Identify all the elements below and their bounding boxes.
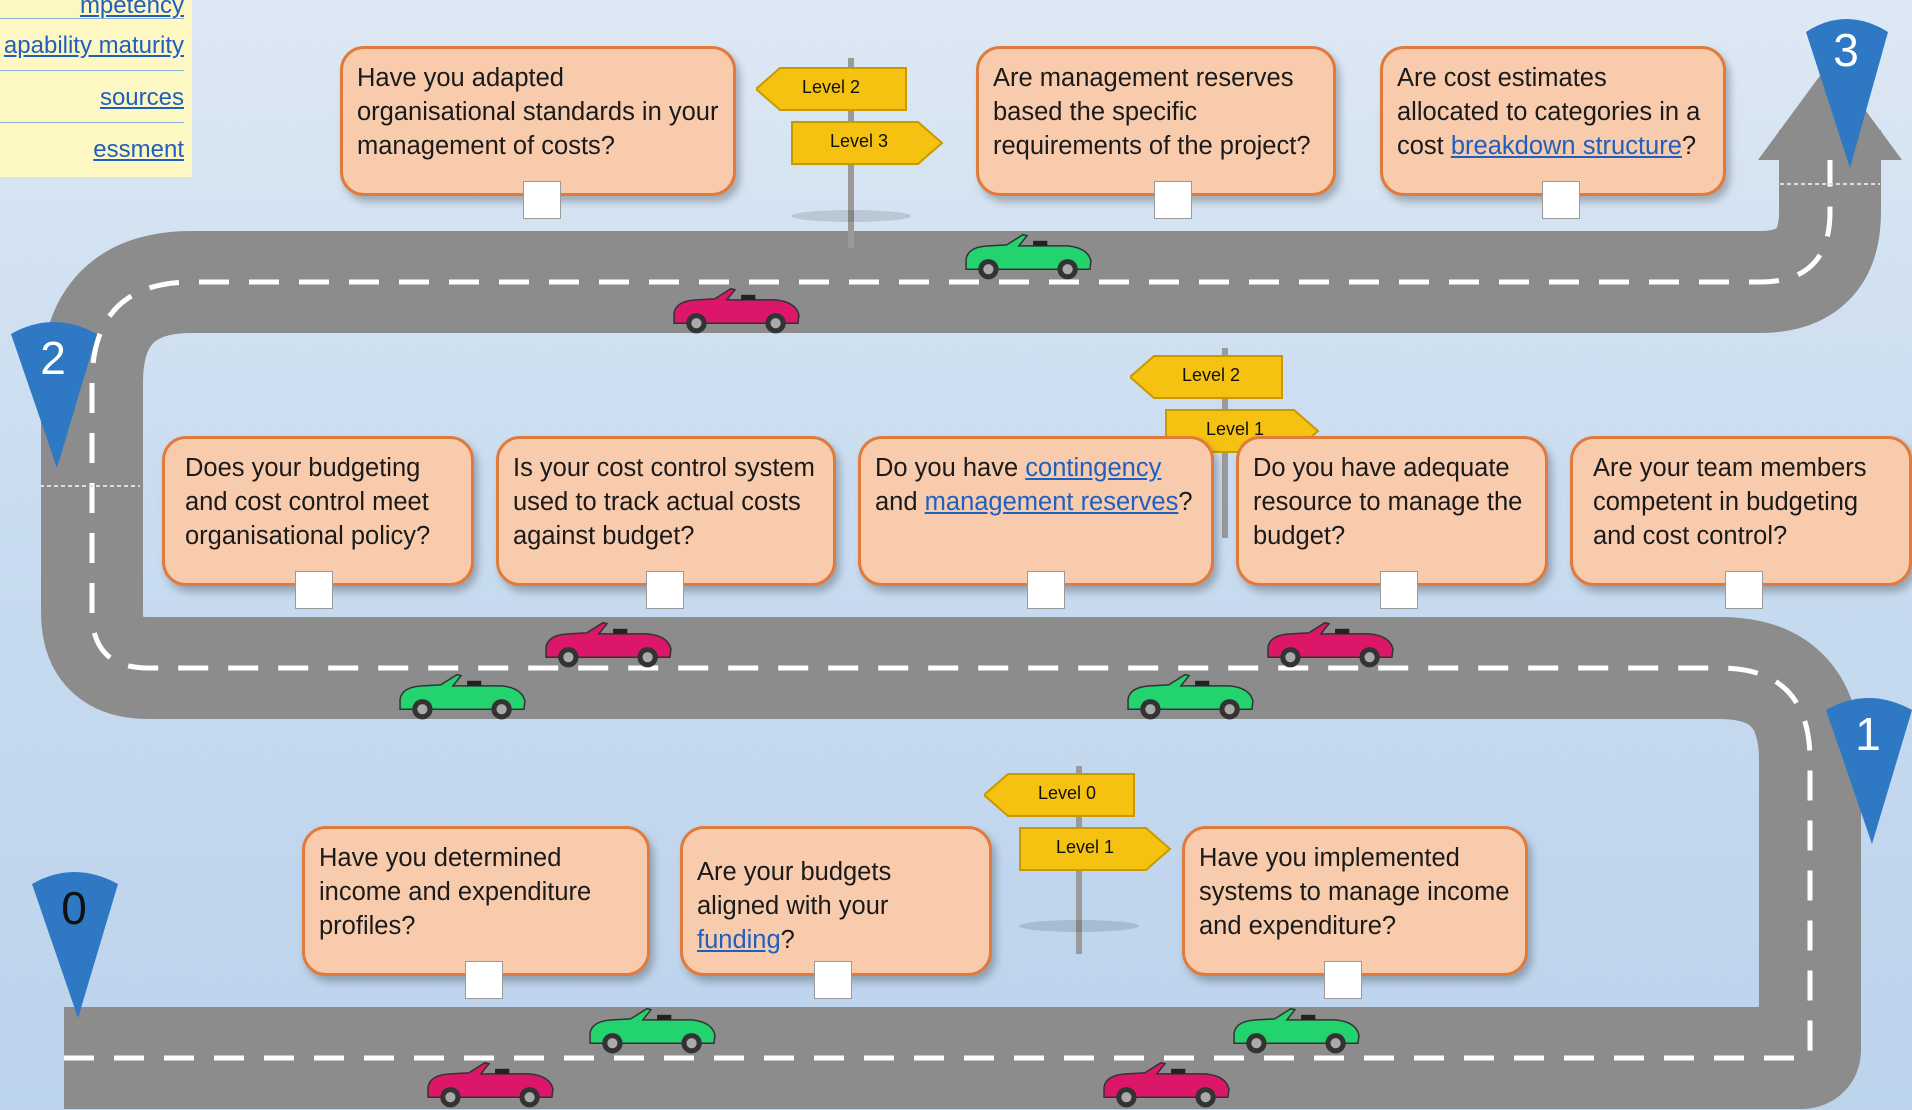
question-card-adapted-standards: Have you adapted organisational standard… (340, 46, 736, 196)
car-pink (670, 282, 802, 334)
question-text: Are cost estimates allocated to categori… (1397, 64, 1701, 160)
question-checkbox-adapted-standards[interactable] (523, 181, 561, 219)
question-text-end: ? (1178, 488, 1193, 516)
question-text-end: ? (780, 926, 795, 954)
milestone-label: 2 (40, 332, 66, 384)
question-checkbox-income-profiles[interactable] (465, 961, 503, 999)
question-text: Are your budgets aligned with your (697, 858, 892, 920)
question-card-income-systems: Have you implemented systems to manage i… (1182, 826, 1528, 976)
question-text: Have you adapted organisational standard… (357, 64, 719, 160)
contingency-link[interactable]: contingency (1025, 454, 1162, 482)
nav-link-resources[interactable]: sources (99, 84, 184, 111)
sign-label-top: Level 0 (1038, 783, 1097, 803)
signpost-level-2-3: Level 2 Level 3 (756, 56, 946, 248)
car-green (962, 228, 1094, 280)
question-text-mid: and (875, 488, 925, 516)
question-checkbox-adequate-resource[interactable] (1380, 571, 1418, 609)
question-card-adequate-resource: Do you have adequate resource to manage … (1236, 436, 1548, 586)
question-text: Have you determined income and expenditu… (319, 844, 592, 940)
car-green (396, 668, 528, 720)
question-checkbox-team-competence[interactable] (1725, 571, 1763, 609)
question-checkbox-cost-control-system[interactable] (646, 571, 684, 609)
sign-label-bottom: Level 1 (1056, 837, 1115, 857)
milestone-pin-0: 0 (28, 868, 124, 1033)
sign-label-top: Level 2 (802, 77, 861, 97)
question-text-end: ? (1681, 132, 1697, 160)
car-pink (424, 1056, 556, 1108)
car-green (1124, 668, 1256, 720)
sign-label-bottom: Level 1 (1206, 419, 1265, 439)
car-pink (1100, 1056, 1232, 1108)
question-checkbox-management-reserves[interactable] (1154, 181, 1192, 219)
question-text: Are your team members competent in budge… (1593, 454, 1867, 550)
breakdown-structure-link[interactable]: breakdown structure (1450, 132, 1682, 160)
car-pink (1264, 616, 1396, 668)
question-card-team-competence: Are your team members competent in budge… (1570, 436, 1912, 586)
question-card-budgeting-policy: Does your budgeting and cost control mee… (162, 436, 474, 586)
question-text: Are management reserves based the specif… (993, 64, 1311, 160)
signpost-level-0-1: Level 0 Level 1 (984, 766, 1174, 956)
question-card-budgets-funding: Are your budgets aligned with your fundi… (680, 826, 992, 976)
sign-label-bottom: Level 3 (830, 131, 889, 151)
nav-link-assessment[interactable]: essment (93, 136, 184, 163)
milestone-label: 3 (1833, 24, 1859, 76)
nav-panel: mpetency apability maturity sources essm… (0, 0, 192, 177)
milestone-label: 1 (1855, 708, 1881, 760)
car-pink (542, 616, 674, 668)
management-reserves-link[interactable]: management reserves (924, 488, 1179, 516)
milestone-label: 0 (61, 882, 87, 934)
question-checkbox-cost-estimates[interactable] (1542, 181, 1580, 219)
nav-link-competency[interactable]: mpetency (79, 0, 184, 19)
milestone-pin-3: 3 (1800, 10, 1896, 175)
milestone-pin-1: 1 (1822, 694, 1912, 859)
question-card-cost-control-system: Is your cost control system used to trac… (496, 436, 836, 586)
milestone-pin-2: 2 (7, 318, 103, 483)
question-text: Is your cost control system used to trac… (513, 454, 815, 550)
funding-link[interactable]: funding (697, 926, 781, 954)
question-card-contingency: Do you have contingency and management r… (858, 436, 1214, 586)
question-text: Does your budgeting and cost control mee… (185, 454, 431, 550)
question-text: Do you have adequate resource to manage … (1253, 454, 1523, 550)
question-checkbox-budgets-funding[interactable] (814, 961, 852, 999)
question-checkbox-budgeting-policy[interactable] (295, 571, 333, 609)
question-checkbox-contingency[interactable] (1027, 571, 1065, 609)
question-card-management-reserves: Are management reserves based the specif… (976, 46, 1336, 196)
question-card-income-profiles: Have you determined income and expenditu… (302, 826, 650, 976)
car-green (586, 1002, 718, 1054)
question-checkbox-income-systems[interactable] (1324, 961, 1362, 999)
car-green (1230, 1002, 1362, 1054)
sign-label-top: Level 2 (1182, 365, 1241, 385)
question-text: Have you implemented systems to manage i… (1199, 844, 1510, 940)
nav-link-capability-maturity[interactable]: apability maturity (3, 32, 184, 59)
question-card-cost-estimates: Are cost estimates allocated to categori… (1380, 46, 1726, 196)
question-text: Do you have (875, 454, 1026, 482)
